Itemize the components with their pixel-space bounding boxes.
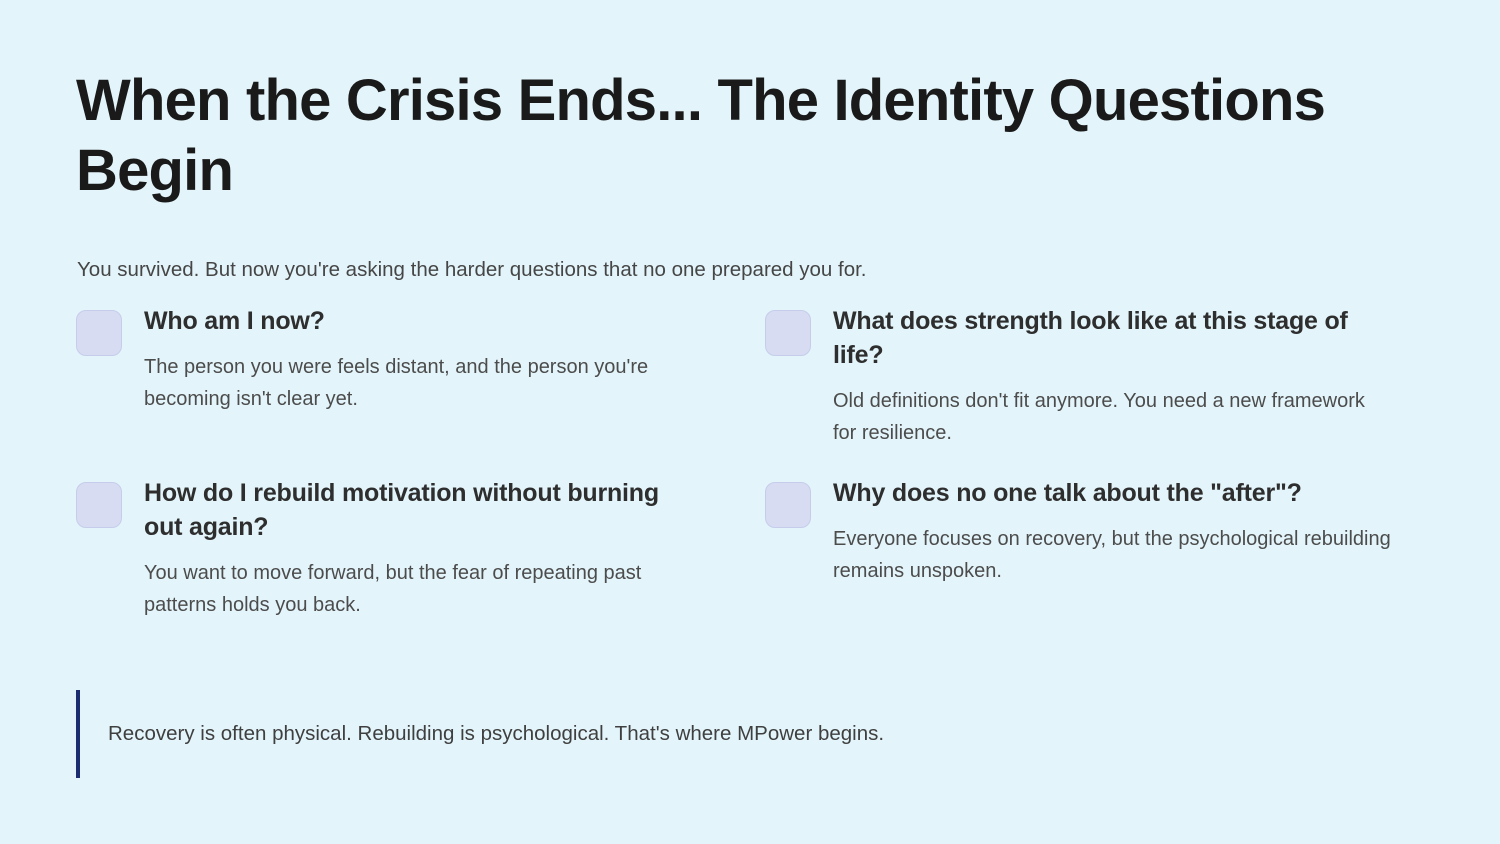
rounded-square-icon xyxy=(76,310,122,356)
question-card-4-body: Why does no one talk about the "after"? … xyxy=(833,477,1424,588)
rounded-square-icon xyxy=(765,482,811,529)
question-card-1[interactable]: Who am I now? The person you were feels … xyxy=(76,305,693,449)
rounded-square-icon xyxy=(76,482,122,529)
question-card-2-body: What does strength look like at this sta… xyxy=(833,305,1424,449)
question-card-4-description: Everyone focuses on recovery, but the ps… xyxy=(833,528,1391,583)
closing-callout: Recovery is often physical. Rebuilding i… xyxy=(76,690,1266,778)
question-card-grid: Who am I now? The person you were feels … xyxy=(76,305,1424,622)
question-card-4-title: Why does no one talk about the "after"? xyxy=(833,479,1302,508)
question-card-1-title: Who am I now? xyxy=(144,307,325,335)
question-card-1-description: The person you were feels distant, and t… xyxy=(144,355,649,411)
closing-callout-text: Recovery is often physical. Rebuilding i… xyxy=(108,721,885,745)
rounded-square-icon xyxy=(765,310,811,356)
question-card-2-description: Old definitions don't fit anymore. You n… xyxy=(833,389,1365,444)
page-title: When the Crisis Ends... The Identity Que… xyxy=(76,68,1326,203)
question-card-2-title: What does strength look like at this sta… xyxy=(833,307,1348,369)
question-card-2[interactable]: What does strength look like at this sta… xyxy=(765,305,1424,449)
page-subtitle: You survived. But now you're asking the … xyxy=(77,258,867,281)
question-card-4[interactable]: Why does no one talk about the "after"? … xyxy=(765,477,1424,621)
question-card-3-title: How do I rebuild motivation without burn… xyxy=(144,479,659,542)
question-card-1-body: Who am I now? The person you were feels … xyxy=(144,305,693,416)
question-card-3-body: How do I rebuild motivation without burn… xyxy=(144,477,693,621)
question-card-3-description: You want to move forward, but the fear o… xyxy=(144,561,642,617)
question-card-3[interactable]: How do I rebuild motivation without burn… xyxy=(76,477,693,621)
